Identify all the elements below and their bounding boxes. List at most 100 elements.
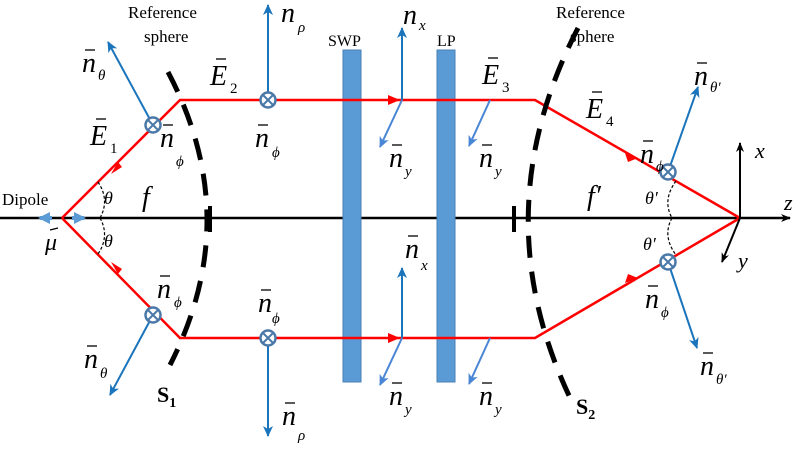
ref-sphere-left-label: sphere — [144, 27, 188, 46]
n-theta-prime-label-upper: n θ′ — [694, 61, 721, 96]
svg-text:4: 4 — [606, 114, 614, 130]
n-y-label-upper-lp: n y — [479, 143, 502, 180]
swp-label: SWP — [328, 33, 361, 50]
svg-text:n: n — [255, 123, 269, 154]
into-page-marker — [659, 253, 677, 271]
n-theta-prime-vector-lower — [667, 261, 699, 349]
svg-text:n: n — [281, 0, 295, 29]
ray-arrow — [111, 162, 122, 174]
svg-text:n: n — [160, 123, 174, 154]
n-phi-label-upper-2: n ϕ — [255, 123, 280, 161]
into-page-marker — [259, 329, 277, 347]
svg-text:n: n — [84, 344, 98, 375]
svg-text:n: n — [405, 234, 419, 265]
svg-text:ρ: ρ — [297, 20, 305, 36]
n-theta-prime-vector-upper — [667, 86, 700, 173]
theta-label-upper: θ — [104, 188, 113, 208]
n-theta-vector-upper — [107, 41, 154, 126]
n-phi-label-upper-1: n ϕ — [160, 123, 184, 170]
reference-sphere-s1 — [165, 70, 210, 367]
svg-text:θ′: θ′ — [716, 372, 727, 388]
svg-text:E: E — [209, 61, 227, 92]
n-y-label-lower-lp: n y — [479, 381, 502, 418]
svg-text:ϕ: ϕ — [661, 305, 669, 321]
svg-text:n: n — [479, 381, 493, 412]
n-theta-vector-lower — [109, 314, 154, 396]
e1-label: E 1 — [89, 118, 118, 157]
svg-text:E: E — [89, 121, 107, 152]
theta-label-lower: θ — [104, 231, 113, 251]
svg-text:ρ: ρ — [297, 428, 305, 444]
s1-label: S1 — [157, 382, 176, 411]
ray-arrow — [625, 153, 638, 162]
theta-prime-label-lower: θ′ — [643, 234, 657, 254]
svg-text:n: n — [157, 274, 171, 305]
n-y-label-upper-swp: n y — [389, 143, 412, 180]
f-prime-label: f′ — [587, 181, 602, 212]
svg-text:n: n — [389, 381, 403, 412]
svg-text:ϕ: ϕ — [272, 311, 280, 327]
svg-text:ϕ: ϕ — [272, 145, 280, 161]
ray-arrow — [388, 333, 400, 343]
n-rho-label-lower: n ρ — [282, 401, 305, 444]
ray-arrow — [388, 95, 400, 105]
svg-text:n: n — [389, 143, 403, 174]
svg-text:θ: θ — [98, 68, 106, 84]
n-theta-label-lower: n θ — [84, 344, 108, 382]
upper-ray — [61, 98, 741, 220]
svg-text:ϕ: ϕ — [174, 295, 182, 311]
theta-prime-arc-lower — [667, 217, 677, 256]
svg-text:y: y — [403, 164, 412, 180]
y-axis-arrow — [721, 217, 741, 263]
into-page-marker — [144, 116, 162, 134]
svg-text:n: n — [700, 351, 714, 382]
svg-text:3: 3 — [502, 80, 510, 96]
lp-label: LP — [437, 33, 456, 50]
x-axis-label: x — [754, 138, 765, 163]
ref-sphere-left-label: Reference — [128, 3, 197, 22]
theta-prime-label-upper: θ′ — [645, 188, 659, 208]
ray-arrow — [625, 274, 638, 283]
n-phi-label-lower-1: n ϕ — [157, 274, 182, 311]
y-axis-label: y — [736, 248, 748, 273]
svg-text:n: n — [82, 48, 96, 79]
n-phi-label-lower-3: n ϕ — [645, 284, 669, 321]
lp-plate — [436, 49, 456, 383]
svg-text:n: n — [640, 139, 654, 170]
svg-text:n: n — [479, 143, 493, 174]
svg-text:θ′: θ′ — [710, 80, 721, 96]
mu-label: μ — [44, 230, 57, 256]
ref-sphere-right-label: Reference — [556, 3, 625, 22]
into-page-marker — [259, 91, 277, 109]
svg-text:y: y — [493, 402, 502, 418]
n-theta-prime-label-lower: n θ′ — [700, 351, 727, 388]
z-axis-label: z — [783, 190, 793, 215]
n-x-label-upper: n x — [403, 0, 426, 34]
svg-text:n: n — [694, 61, 708, 92]
f-label: f — [142, 182, 153, 213]
swp-plate — [342, 49, 362, 383]
svg-text:n: n — [282, 401, 296, 432]
svg-text:1: 1 — [110, 141, 118, 157]
n-x-label-lower: n x — [405, 234, 428, 274]
svg-text:ϕ: ϕ — [656, 159, 664, 175]
n-y-vector-upper-lp — [468, 99, 491, 147]
n-y-label-lower-swp: n y — [389, 381, 412, 418]
svg-text:E: E — [481, 60, 499, 91]
svg-text:y: y — [493, 164, 502, 180]
e2-label: E 2 — [209, 58, 238, 97]
n-rho-label-upper: n ρ — [281, 0, 305, 36]
reference-sphere-s2 — [525, 26, 581, 410]
svg-text:θ: θ — [100, 366, 108, 382]
svg-text:x: x — [418, 18, 426, 34]
into-page-marker — [659, 163, 677, 181]
theta-prime-arc-upper — [667, 180, 677, 219]
s2-label: S2 — [576, 394, 595, 423]
svg-text:E: E — [585, 94, 603, 125]
n-theta-label-upper: n θ — [82, 48, 106, 84]
svg-text:n: n — [645, 284, 659, 315]
ray-arrow — [111, 262, 122, 274]
e3-label: E 3 — [481, 57, 510, 96]
n-y-vector-lower — [379, 337, 403, 386]
